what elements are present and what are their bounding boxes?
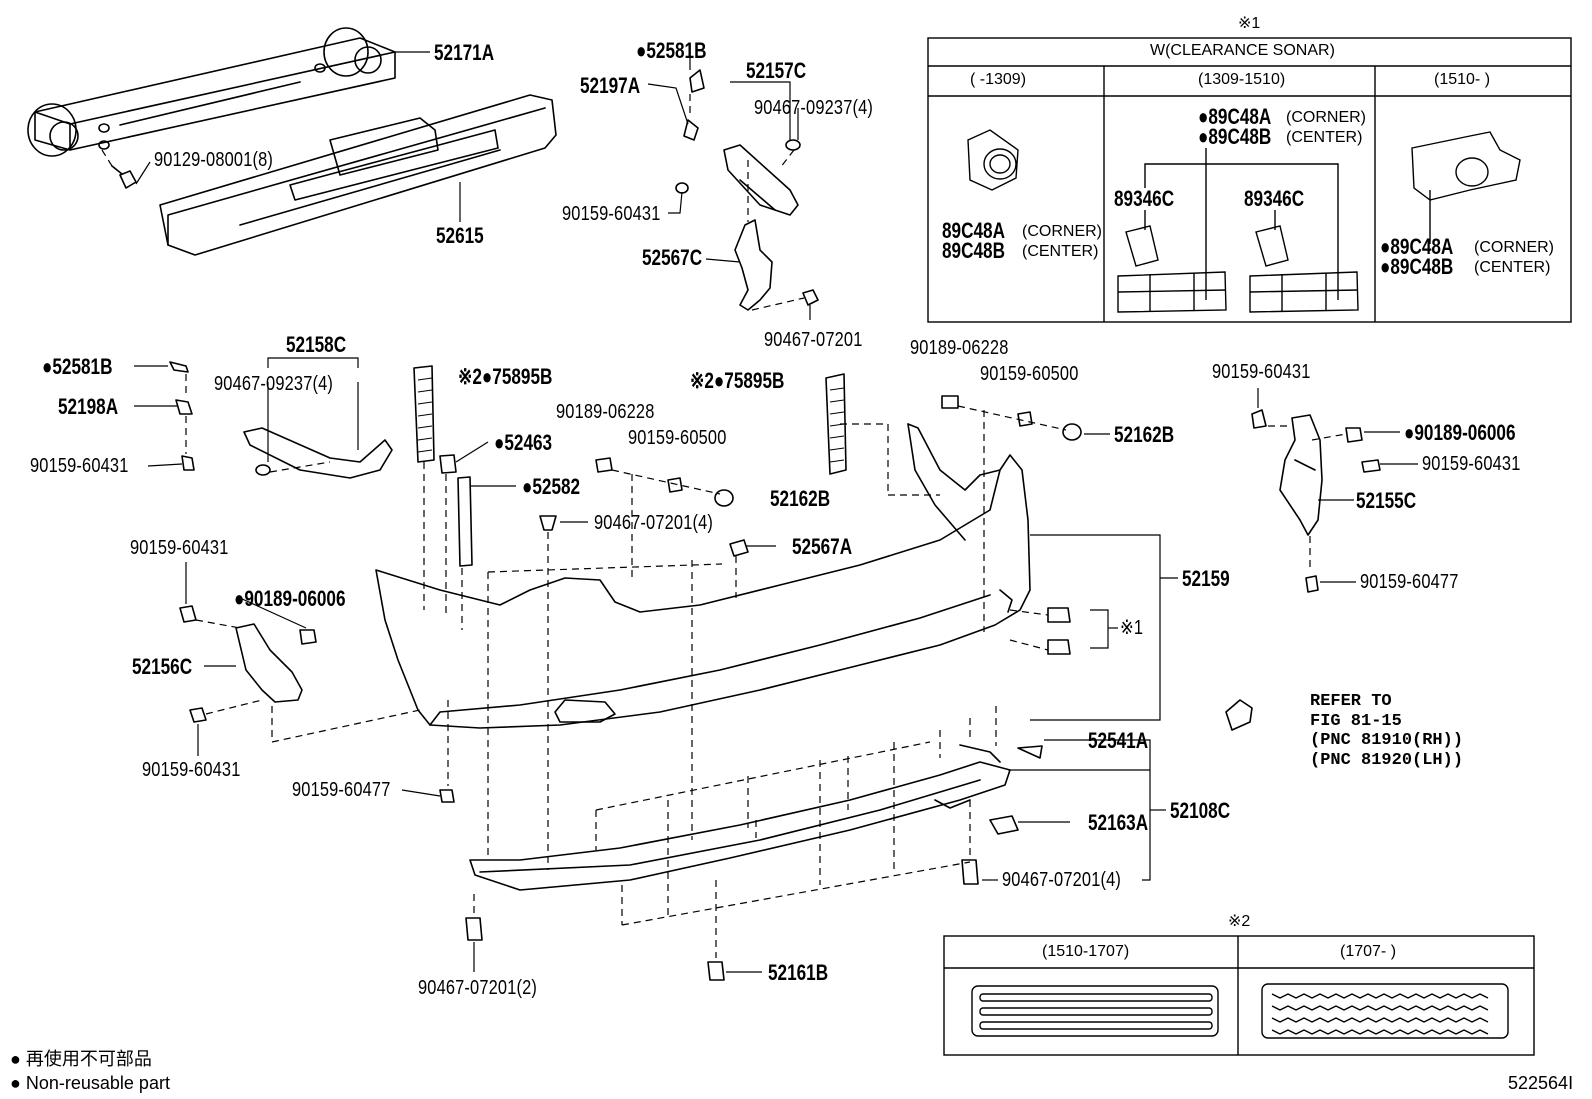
sonar-c3-label2: ●89C48B — [1380, 254, 1454, 279]
label-52567C: 52567C — [642, 245, 703, 270]
pad-52463 — [439, 454, 457, 474]
footer-en: ● Non-reusable part — [10, 1073, 170, 1093]
label-90467-07201-4-mid: 90467-07201(4) — [594, 512, 714, 534]
label-note1: ※1 — [1120, 617, 1144, 639]
sonar-c3-label1: ●89C48A — [1380, 234, 1454, 259]
bracket-52157C — [675, 69, 819, 311]
label-90159-60431-r2: 90159-60431 — [1422, 453, 1521, 475]
refer-line-3: (PNC 81910(RH)) — [1310, 731, 1464, 751]
label-90129-08001: 90129-08001(8) — [154, 149, 274, 171]
sonar-c2-top2: ●89C48B — [1198, 124, 1272, 149]
sonar-c2-top2-sub: (CENTER) — [1286, 129, 1363, 146]
sonar-table — [927, 37, 1572, 323]
label-52162B-right: 52162B — [1114, 422, 1175, 447]
reflector-col1-heading: (1510-1707) — [1042, 943, 1130, 960]
label-52159: 52159 — [1182, 566, 1230, 591]
reflector-left — [413, 365, 435, 463]
label-90159-60431-left: 90159-60431 — [30, 455, 129, 477]
bracket-52155C — [1251, 409, 1381, 593]
sonar-c2-left: 89346C — [1114, 186, 1175, 211]
reflector-right — [825, 373, 847, 475]
bracket-52156C — [179, 605, 317, 723]
bolt-90129 — [111, 165, 137, 189]
piece-52541A — [1017, 745, 1043, 759]
label-90467-07201-4-bot: 90467-07201(4) — [1002, 869, 1122, 891]
label-52581B-left: ●52581B — [42, 354, 113, 379]
sonar-c1-label1-sub: (CORNER) — [1022, 223, 1102, 240]
label-90467-09237-left: 90467-09237(4) — [214, 373, 334, 395]
label-90467-09237-top: 90467-09237(4) — [754, 97, 874, 119]
label-52197A: 52197A — [580, 73, 641, 98]
sonar-c1-label2: 89C48B — [942, 238, 1005, 263]
sonar-col3-heading: (1510- ) — [1434, 71, 1491, 88]
label-90159-60431-top: 90159-60431 — [562, 203, 661, 225]
label-52541A: 52541A — [1088, 728, 1149, 753]
sonar-note-mark: ※1 — [1238, 15, 1261, 32]
label-90159-60431-l2: 90159-60431 — [130, 537, 229, 559]
sonar-c1-label2-sub: (CENTER) — [1022, 243, 1099, 260]
label-52158C: 52158C — [286, 332, 347, 357]
label-52615: 52615 — [436, 223, 484, 248]
label-90159-60500-mid: 90159-60500 — [628, 427, 727, 449]
sonar-c1-label1: 89C48A — [942, 218, 1005, 243]
footer-code: 522564I — [1508, 1073, 1574, 1093]
sonar-c2-top1: ●89C48A — [1198, 104, 1272, 129]
bumper-cover-52159 — [375, 423, 1031, 729]
sonar-c2-top1-sub: (CORNER) — [1286, 109, 1366, 126]
label-90189-06006-l: ●90189-06006 — [234, 586, 346, 611]
seal-52582 — [457, 476, 473, 567]
sonar-c3-label2-sub: (CENTER) — [1474, 259, 1551, 276]
absorber-52615 — [159, 94, 557, 256]
reflector-table — [943, 935, 1535, 1056]
label-52163A: 52163A — [1088, 810, 1149, 835]
label-52161B: 52161B — [768, 960, 829, 985]
label-52582: ●52582 — [522, 474, 581, 499]
label-90467-07201-top: 90467-07201 — [764, 329, 863, 351]
label-90467-07201-2: 90467-07201(2) — [418, 977, 538, 999]
label-90189-06228-mid: 90189-06228 — [556, 401, 655, 423]
label-52108C: 52108C — [1170, 798, 1231, 823]
label-90189-06228-right: 90189-06228 — [910, 337, 1009, 359]
label-75895B-right: ※2●75895B — [690, 368, 785, 393]
refer-line-2: FIG 81-15 — [1310, 711, 1402, 731]
refer-line-4: (PNC 81920(LH)) — [1310, 750, 1464, 770]
lower-cover-52108C — [469, 744, 1011, 891]
refer-note: REFER TO FIG 81-15 (PNC 81910(RH)) (PNC … — [1310, 692, 1463, 770]
label-52155C: 52155C — [1356, 488, 1417, 513]
label-52162B-mid: 52162B — [770, 486, 831, 511]
label-90159-60477-r: 90159-60477 — [1360, 571, 1459, 593]
label-90159-60431-l3: 90159-60431 — [142, 759, 241, 781]
sonar-c2-right: 89346C — [1244, 186, 1305, 211]
sonar-c3-label1-sub: (CORNER) — [1474, 239, 1554, 256]
sonar-col2-heading: (1309-1510) — [1198, 71, 1286, 88]
label-52156C: 52156C — [132, 654, 193, 679]
label-75895B-left: ※2●75895B — [458, 364, 553, 389]
refer-line-1: REFER TO — [1310, 692, 1392, 711]
reinforcement-52171A — [27, 27, 396, 157]
label-52157C: 52157C — [746, 58, 807, 83]
label-90159-60431-r: 90159-60431 — [1212, 361, 1311, 383]
label-52171A: 52171A — [434, 40, 495, 65]
label-90189-06006-r: ●90189-06006 — [1404, 420, 1516, 445]
bracket-52158C — [169, 361, 393, 479]
label-52567A: 52567A — [792, 534, 853, 559]
piece-52163A — [989, 815, 1019, 835]
label-52198A: 52198A — [58, 394, 119, 419]
reflector-col2-heading: (1707- ) — [1340, 943, 1397, 960]
footer-jp: ● 再使用不可部品 — [10, 1049, 152, 1069]
sonar-col1-heading: ( -1309) — [970, 71, 1027, 88]
label-52463: ●52463 — [494, 430, 553, 455]
label-90159-60500-right: 90159-60500 — [980, 363, 1079, 385]
label-90159-60477-l: 90159-60477 — [292, 779, 391, 801]
label-52581B-top: ●52581B — [636, 38, 707, 63]
reflector-note-mark: ※2 — [1228, 913, 1251, 930]
sonar-header: W(CLEARANCE SONAR) — [1150, 42, 1335, 59]
